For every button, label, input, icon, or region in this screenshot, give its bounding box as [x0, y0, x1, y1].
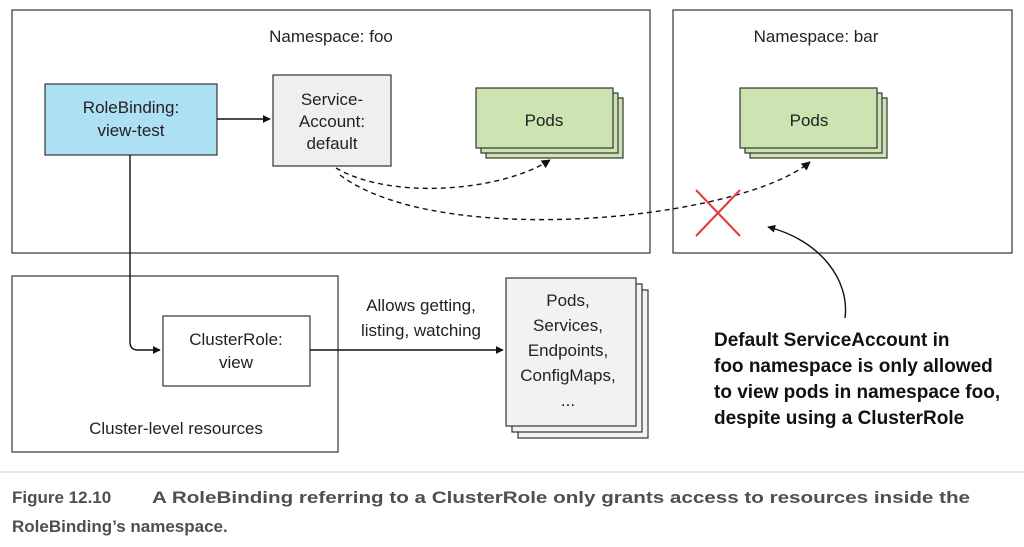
pods-stack-foo: Pods [475, 87, 624, 159]
annotation-line: to view pods in namespace foo, [714, 382, 1000, 403]
access-denied-cross-icon [695, 189, 741, 237]
clusterrole-kind: ClusterRole: [189, 330, 283, 349]
serviceaccount-to-pods-foo-arrow [335, 159, 551, 190]
figure-caption: Figure 12.10 A RoleBinding referring to … [12, 488, 970, 536]
serviceaccount-line1: Service- [301, 90, 363, 109]
namespace-bar: Namespace: bar [672, 9, 1013, 254]
resource-item: Endpoints, [528, 341, 608, 360]
resources-stack: Pods, Services, Endpoints, ConfigMaps, .… [505, 277, 649, 439]
annotation-line: despite using a ClusterRole [714, 408, 964, 429]
resource-item: Pods, [546, 291, 589, 310]
serviceaccount-line2: Account: [299, 112, 365, 131]
namespace-foo-title: Namespace: foo [269, 27, 393, 46]
serviceaccount-box: Service- Account: default [272, 74, 392, 167]
annotation-line: foo namespace is only allowed [714, 356, 993, 377]
rolebinding-to-clusterrole-arrow [129, 155, 161, 354]
clusterrole-box: ClusterRole: view [162, 315, 311, 387]
resource-item: ConfigMaps, [520, 366, 615, 385]
serviceaccount-to-pods-bar-arrow [339, 161, 811, 221]
caption-line2: RoleBinding’s namespace. [12, 517, 228, 536]
serviceaccount-line3: default [306, 134, 357, 153]
pods-stack-bar: Pods [739, 87, 888, 159]
resource-item: Services, [533, 316, 603, 335]
annotation-line: Default ServiceAccount in [714, 330, 949, 351]
verbs-line2: listing, watching [361, 321, 481, 340]
rolebinding-name: view-test [97, 121, 164, 140]
caption-label: Figure 12.10 [12, 488, 111, 507]
clusterrole-name: view [219, 353, 254, 372]
caption-line1: A RoleBinding referring to a ClusterRole… [152, 488, 970, 507]
annotation-arrow [767, 224, 847, 319]
rolebinding-box: RoleBinding: view-test [44, 83, 218, 156]
pods-bar-label: Pods [790, 111, 829, 130]
namespace-bar-title: Namespace: bar [754, 27, 879, 46]
resource-item: ... [561, 391, 575, 410]
cluster-level-resources-title: Cluster-level resources [89, 419, 263, 438]
pods-foo-label: Pods [525, 111, 564, 130]
verbs-line1: Allows getting, [366, 296, 476, 315]
rolebinding-kind: RoleBinding: [83, 98, 179, 117]
annotation-note: Default ServiceAccount in foo namespace … [714, 330, 1000, 429]
